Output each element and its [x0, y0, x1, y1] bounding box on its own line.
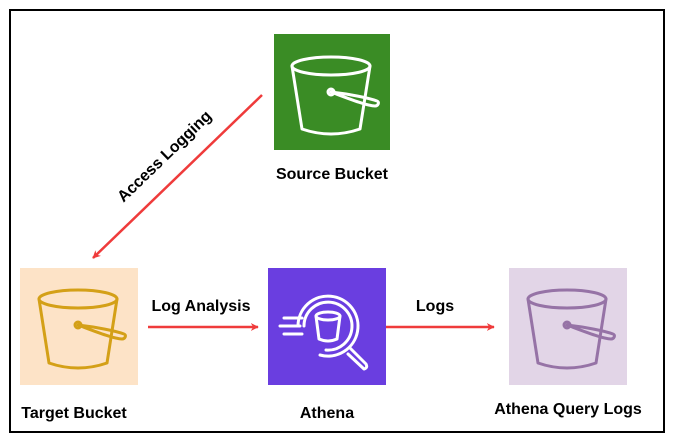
target-bucket-label: Target Bucket — [21, 405, 127, 422]
access-logging-arrow — [92, 94, 263, 259]
target-bucket-node — [20, 268, 138, 385]
athena-node — [268, 268, 386, 385]
source-bucket-label: Source Bucket — [275, 166, 389, 183]
athena-query-logs-node — [509, 268, 627, 385]
s3-bucket-icon — [274, 34, 390, 150]
athena-query-logs-label: Athena Query Logs — [494, 401, 642, 418]
athena-icon — [268, 268, 386, 385]
diagram-frame — [9, 9, 665, 433]
s3-bucket-icon — [509, 268, 627, 385]
s3-bucket-icon — [20, 268, 138, 385]
access-logging-label: Access Logging — [115, 108, 216, 206]
source-bucket-node — [274, 34, 390, 150]
logs-label: Logs — [416, 298, 454, 315]
athena-label: Athena — [299, 405, 355, 422]
log-analysis-label: Log Analysis — [152, 298, 251, 315]
